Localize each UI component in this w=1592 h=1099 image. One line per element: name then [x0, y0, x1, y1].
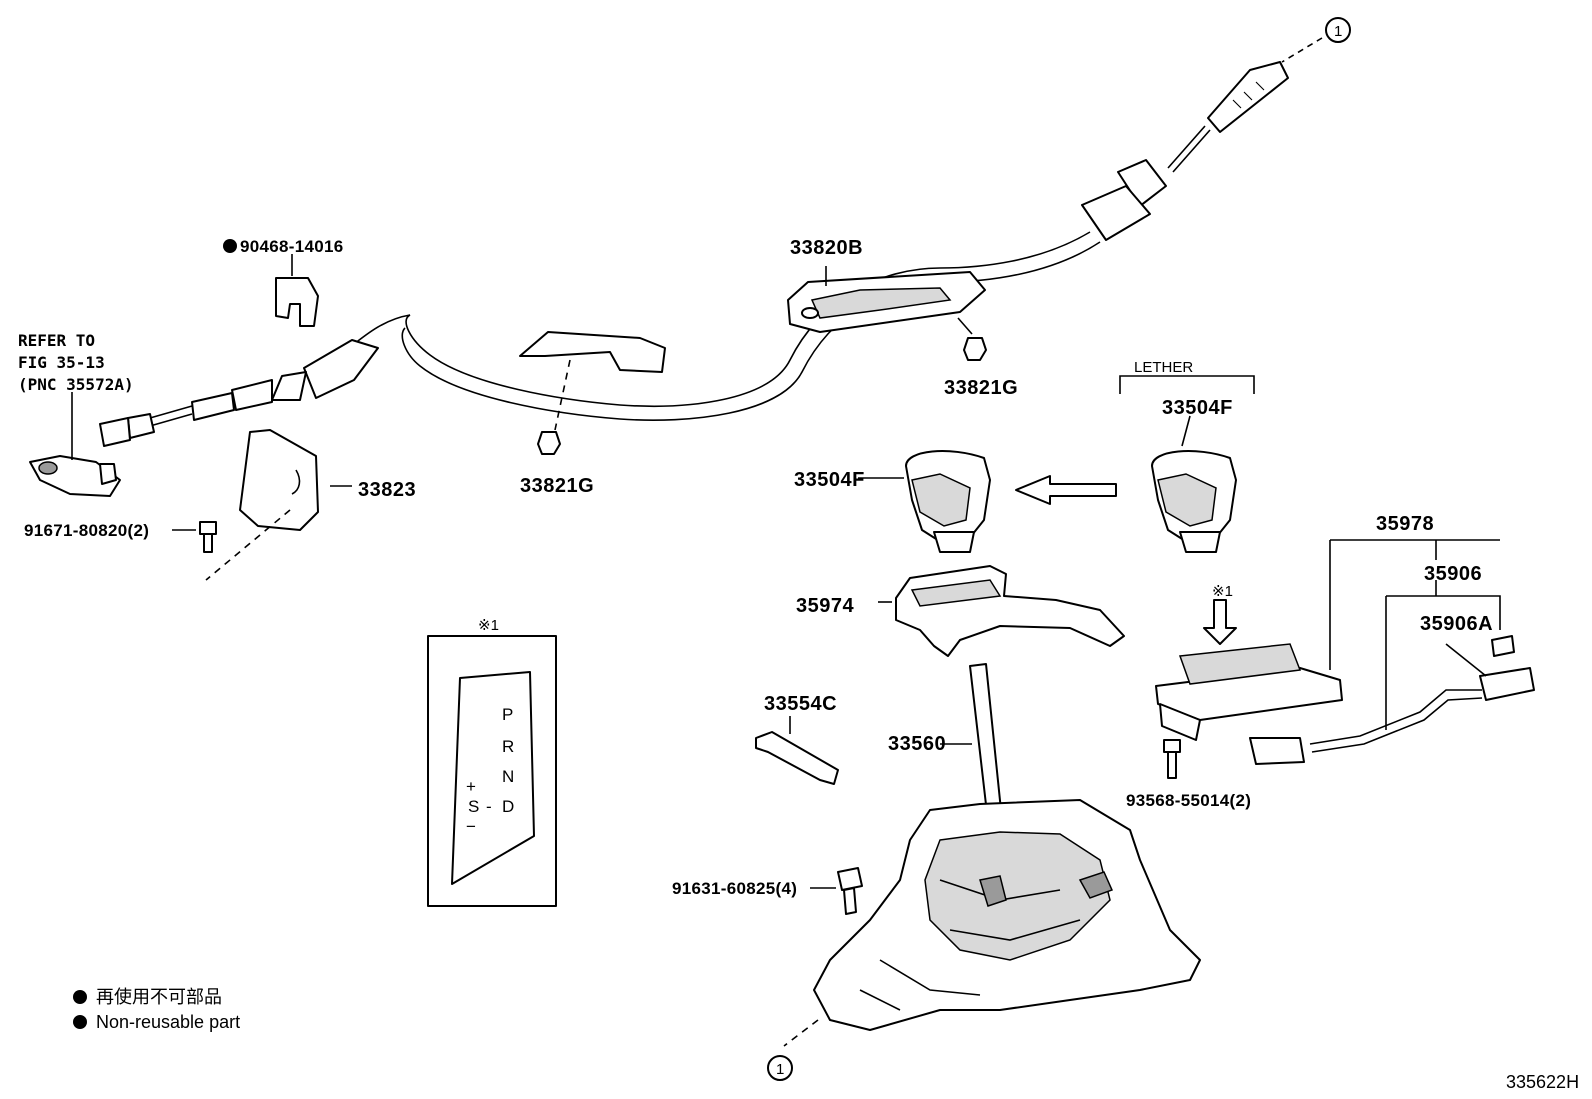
gear-minus: −	[466, 817, 476, 836]
nut-33821g-right	[957, 317, 987, 361]
shift-knob-left	[858, 450, 991, 553]
plate-33820b	[787, 266, 986, 333]
switch-35978	[1155, 539, 1500, 741]
clip-90468	[275, 254, 319, 327]
non-reusable-dot-icon	[223, 239, 237, 253]
legend-japanese: 再使用不可部品	[96, 987, 222, 1007]
label-33504f-right: 33504F	[1162, 397, 1233, 419]
label-33821g-right: 33821G	[944, 377, 1018, 399]
shift-panel-box	[427, 635, 557, 907]
label-35906a: 35906A	[1420, 613, 1493, 635]
part-33554c	[755, 716, 839, 785]
label-refer-3: (PNC 35572A)	[18, 375, 134, 394]
figure-number: 335622H	[1506, 1072, 1579, 1092]
label-33821g-left: 33821G	[520, 475, 594, 497]
lether-bracket	[1119, 375, 1255, 394]
label-lether: LETHER	[1134, 359, 1193, 376]
label-91671: 91671-80820(2)	[24, 521, 149, 540]
housing-35974	[878, 565, 1125, 657]
nut-33821g-left	[537, 431, 561, 455]
label-35974: 35974	[796, 595, 854, 617]
gear-r: R	[502, 737, 514, 756]
circle-ref-top	[1325, 17, 1351, 43]
label-note-mark-right: ※1	[1212, 583, 1233, 600]
legend-english: Non-reusable part	[96, 1012, 240, 1032]
cable-bracket	[519, 331, 666, 431]
label-circle-top: 1	[1334, 23, 1342, 40]
gear-d: D	[502, 797, 514, 816]
label-refer-1: REFER TO	[18, 331, 95, 350]
gear-p: P	[502, 705, 513, 724]
shift-knob-right	[1151, 415, 1237, 553]
bolt-91671	[172, 521, 217, 553]
gear-s: S	[468, 797, 479, 816]
circle-ref-bottom	[767, 1055, 793, 1081]
legend-dot-icon-1	[73, 990, 87, 1004]
shift-base-assembly	[783, 799, 1201, 1047]
label-33820b: 33820B	[790, 237, 863, 259]
arrow-down-icon	[1203, 599, 1237, 645]
label-33504f-left: 33504F	[794, 469, 865, 491]
wire-35906	[1249, 580, 1535, 765]
label-35906: 35906	[1424, 563, 1482, 585]
label-33554c: 33554C	[764, 693, 837, 715]
label-refer-2: FIG 35-13	[18, 353, 105, 372]
bolt-91631	[810, 867, 863, 915]
label-33823: 33823	[358, 479, 416, 501]
lever-33560	[940, 663, 1003, 823]
connector-refer	[29, 392, 121, 497]
gear-dash: -	[486, 797, 492, 816]
bracket-33823	[205, 429, 352, 581]
bolt-93568	[1163, 739, 1181, 779]
label-35978: 35978	[1376, 513, 1434, 535]
gear-plus: +	[466, 777, 476, 796]
gear-n: N	[502, 767, 514, 786]
label-note-mark-panel: ※1	[478, 617, 499, 634]
label-91631: 91631-60825(4)	[672, 879, 797, 898]
label-33560: 33560	[888, 733, 946, 755]
arrow-left-icon	[1015, 475, 1117, 505]
label-90468: 90468-14016	[240, 237, 344, 256]
label-93568: 93568-55014(2)	[1126, 791, 1251, 810]
legend-dot-icon-2	[73, 1015, 87, 1029]
label-circle-bottom: 1	[776, 1061, 784, 1078]
